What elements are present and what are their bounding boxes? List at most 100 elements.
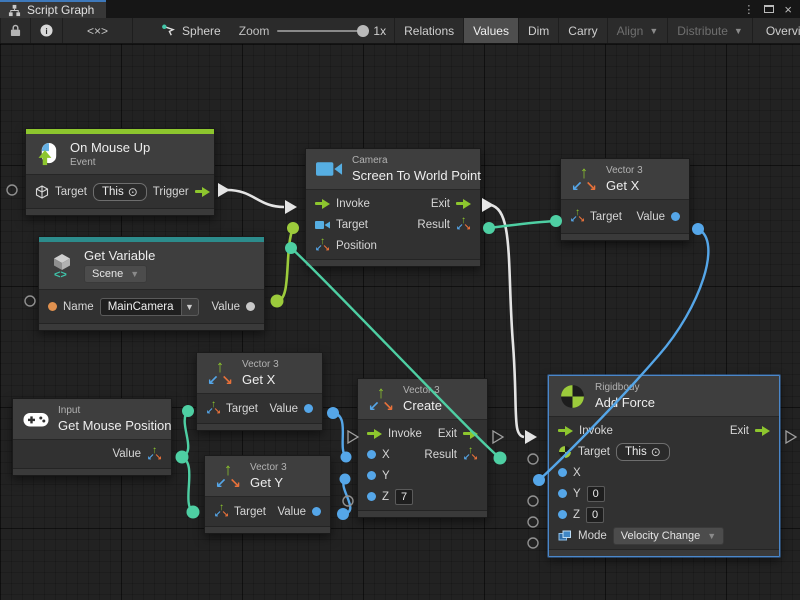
- getx-top-value-port[interactable]: [692, 223, 704, 235]
- create-y-port[interactable]: [339, 473, 351, 485]
- vector3-port[interactable]: ↑↙↘: [456, 215, 471, 232]
- camera-icon: [316, 160, 343, 178]
- graph-breadcrumb[interactable]: Sphere: [151, 18, 231, 43]
- relations-button[interactable]: Relations: [394, 18, 465, 43]
- value-port[interactable]: [312, 507, 321, 516]
- addforce-exit-port[interactable]: [785, 429, 798, 445]
- z-value-field[interactable]: 7: [395, 488, 414, 505]
- x-port[interactable]: [558, 468, 567, 477]
- camera-target-port[interactable]: [287, 222, 299, 234]
- node-get-y[interactable]: ↑↙↘ Vector 3 Get Y ↑↙↘ Target Value: [204, 455, 331, 534]
- addforce-z-port[interactable]: [527, 516, 539, 528]
- carry-button[interactable]: Carry: [559, 18, 608, 43]
- chevron-down-icon: ▼: [733, 25, 743, 36]
- vector3-port[interactable]: ↑↙↘: [206, 399, 221, 416]
- y-port[interactable]: [558, 489, 567, 498]
- addforce-target-port[interactable]: [527, 453, 539, 465]
- distribute-dropdown[interactable]: Distribute▼: [668, 18, 753, 43]
- enum-icon[interactable]: [558, 530, 572, 542]
- lock-icon: [10, 24, 21, 37]
- node-get-variable[interactable]: <> Get Variable Scene▼ Name MainCamera▼ …: [38, 236, 265, 331]
- overview-button[interactable]: Overview: [757, 18, 800, 43]
- name-port[interactable]: [48, 302, 57, 311]
- addforce-mode-port[interactable]: [527, 537, 539, 549]
- addforce-y-port[interactable]: [527, 495, 539, 507]
- variable-value-port[interactable]: [270, 294, 284, 308]
- vector3-icon: ↑↙↘: [368, 383, 394, 414]
- create-x-port[interactable]: [340, 451, 352, 463]
- vector3-port[interactable]: ↑↙↘: [570, 207, 585, 224]
- vector3-port[interactable]: ↑↙↘: [214, 502, 229, 519]
- getx-mid-value-port[interactable]: [327, 407, 339, 419]
- dim-button[interactable]: Dim: [519, 18, 560, 43]
- variable-accent-strip: [39, 237, 264, 242]
- exit-port[interactable]: [755, 425, 770, 436]
- node-vector3-create[interactable]: ↑↙↘ Vector 3 Create Invoke Exit X Result…: [357, 378, 488, 518]
- value-label: Value: [636, 210, 665, 223]
- flow-arrow-icon[interactable]: [194, 186, 210, 197]
- node-on-mouse-up[interactable]: On Mouse Up Event Target This⊙ Trigger: [25, 128, 215, 216]
- wire-mouse-to-getx: [181, 410, 190, 459]
- node-get-x-mid[interactable]: ↑↙↘ Vector 3 Get X ↑↙↘ Target Value: [196, 352, 323, 431]
- create-z-port[interactable]: [342, 495, 354, 507]
- tab-title: Script Graph: [27, 3, 95, 17]
- x-port[interactable]: [367, 450, 376, 459]
- create-result-port[interactable]: [493, 451, 507, 465]
- svg-text:i: i: [45, 26, 47, 36]
- y-value-field[interactable]: 0: [586, 485, 605, 502]
- node-get-mouse-position[interactable]: Input Get Mouse Position Value↑↙↘: [12, 398, 172, 476]
- exit-port[interactable]: [463, 428, 478, 439]
- vector3-port[interactable]: ↑↙↘: [463, 445, 478, 462]
- exit-port[interactable]: [456, 198, 471, 209]
- vector3-port[interactable]: ↑↙↘: [315, 236, 330, 253]
- camera-mini-icon[interactable]: [315, 220, 330, 230]
- variable-scope-dropdown[interactable]: Scene▼: [84, 265, 148, 283]
- x-label: X: [573, 466, 581, 479]
- gety-target-port[interactable]: [186, 505, 200, 519]
- target-this-picker[interactable]: This⊙: [92, 182, 147, 201]
- create-exit-port[interactable]: [492, 429, 505, 445]
- mode-dropdown[interactable]: Velocity Change▼: [612, 526, 725, 545]
- camera-position-port[interactable]: [285, 242, 297, 254]
- gety-value-port[interactable]: [337, 508, 349, 520]
- z-value-field[interactable]: 0: [586, 506, 605, 523]
- invoke-port[interactable]: [367, 428, 382, 439]
- node-screen-to-world-point[interactable]: Camera Screen To World Point Invoke Exit…: [305, 148, 481, 267]
- getvariable-left-port[interactable]: [24, 295, 36, 307]
- z-port[interactable]: [558, 510, 567, 519]
- vector3-port[interactable]: ↑↙↘: [147, 444, 162, 462]
- rigidbody-mini-icon[interactable]: [558, 445, 572, 459]
- variable-name-dropdown[interactable]: MainCamera▼: [99, 297, 199, 316]
- getx-mid-target-port[interactable]: [182, 405, 194, 417]
- target-this-picker[interactable]: This⊙: [615, 442, 670, 461]
- zoom-value: 1x: [373, 23, 387, 38]
- addforce-x-port[interactable]: [533, 474, 545, 486]
- graph-canvas[interactable]: On Mouse Up Event Target This⊙ Trigger: [0, 44, 800, 600]
- align-dropdown[interactable]: Align▼: [608, 18, 669, 43]
- node-title: Get X: [242, 372, 276, 387]
- tab-script-graph[interactable]: Script Graph: [0, 0, 107, 18]
- inspect-button[interactable]: i: [31, 18, 63, 43]
- y-port[interactable]: [367, 471, 376, 480]
- mouse-value-port[interactable]: [175, 450, 189, 464]
- onmouseup-left-port[interactable]: [6, 184, 18, 196]
- node-get-x-top[interactable]: ↑↙↘ Vector 3 Get X ↑↙↘ Target Value: [560, 158, 690, 241]
- value-port[interactable]: [671, 212, 680, 221]
- lock-button[interactable]: [0, 18, 31, 43]
- close-icon[interactable]: ×: [784, 1, 792, 17]
- invoke-port[interactable]: [558, 425, 573, 436]
- value-port[interactable]: [304, 404, 313, 413]
- invoke-port[interactable]: [315, 198, 330, 209]
- z-port[interactable]: [367, 492, 376, 501]
- zoom-slider-handle[interactable]: [357, 24, 370, 37]
- values-button[interactable]: Values: [464, 18, 519, 43]
- value-port[interactable]: [246, 302, 255, 311]
- zoom-slider[interactable]: [277, 24, 370, 37]
- node-add-force[interactable]: Rigidbody Add Force Invoke Exit Target T…: [548, 375, 780, 557]
- node-footer: [13, 468, 171, 475]
- maximize-icon[interactable]: [764, 5, 775, 13]
- camera-result-port[interactable]: [483, 222, 495, 234]
- menu-kebab-icon[interactable]: ⋮: [743, 3, 755, 16]
- code-preview-button[interactable]: <×>: [63, 18, 134, 43]
- node-title: Get Mouse Position: [58, 418, 172, 433]
